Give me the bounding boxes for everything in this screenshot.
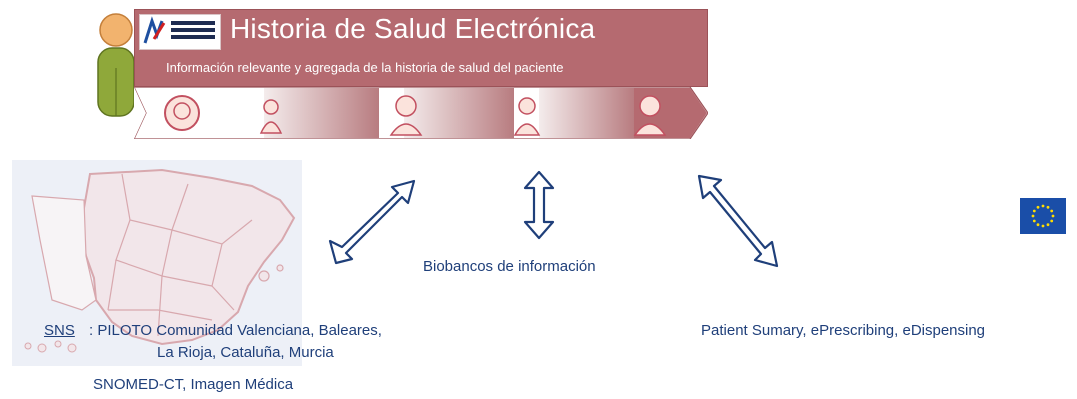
sns-pilot-line-2: La Rioja, Cataluña, Murcia [157,344,334,361]
woman-icon [513,97,541,136]
sns-pilot-line-1: : PILOTO Comunidad Valenciana, Baleares, [89,322,382,339]
bidirectional-arrow-left [328,179,416,265]
banner-subtitle: Información relevante y agregada de la h… [166,60,564,75]
agencia-logo-icon [139,14,221,50]
spain-map [12,160,302,366]
header-banner: Historia de Salud Electrónica Informació… [134,9,708,87]
eu-services-label: Patient Sumary, ePrescribing, eDispensin… [701,322,986,339]
snomed-label: SNOMED-CT, Imagen Médica [93,376,294,393]
baby-icon [164,95,200,131]
banner-title: Historia de Salud Electrónica [230,13,596,44]
life-stage-timeline [134,87,708,139]
eu-flag-icon [1020,198,1066,234]
adult-icon [389,95,423,136]
elderly-icon [633,95,667,136]
bidirectional-arrow-right [697,174,779,268]
child-icon [259,99,283,134]
sns-label: SNS [44,322,75,339]
biobancos-label: Biobancos de información [423,258,596,275]
bidirectional-arrow-vertical [523,170,555,240]
person-icon [97,13,135,117]
